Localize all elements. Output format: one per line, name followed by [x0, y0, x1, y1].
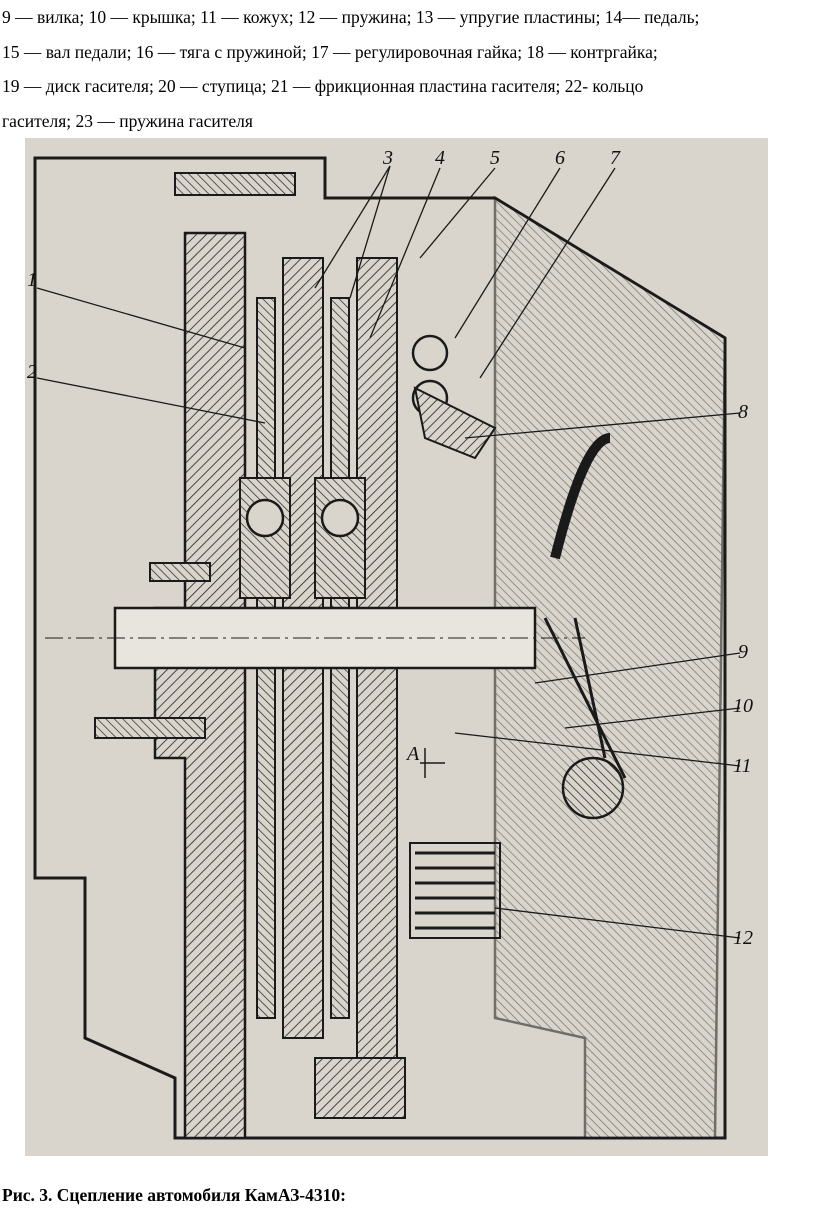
- label-1: 1: [27, 269, 37, 291]
- clutch-drawing: 1 2 3 4 5 6 7 8 9 10 11 12 A: [25, 138, 768, 1156]
- label-7: 7: [610, 147, 621, 169]
- label-a: A: [405, 743, 420, 765]
- hose: [550, 433, 611, 560]
- fork-shaft: [561, 756, 625, 820]
- label-11: 11: [733, 755, 752, 777]
- bolt: [174, 172, 296, 196]
- label-6: 6: [555, 147, 565, 169]
- spring: [415, 851, 495, 930]
- label-3: 3: [382, 147, 393, 169]
- legend-line: гасителя; 23 — пружина гасителя: [2, 110, 253, 131]
- label-12: 12: [733, 927, 753, 949]
- label-2: 2: [27, 361, 37, 383]
- clutch-cross-section: 1 2 3 4 5 6 7 8 9 10 11 12 A: [27, 147, 753, 1140]
- label-8: 8: [738, 401, 748, 423]
- label-4: 4: [435, 147, 445, 169]
- housing-bottom: [314, 1057, 406, 1119]
- legend-line: 19 — диск гасителя; 20 — ступица; 21 — ф…: [2, 76, 644, 96]
- hub: [314, 477, 366, 599]
- bell-housing: [493, 195, 727, 1140]
- bearing: [411, 334, 449, 372]
- legend-line: 15 — вал педали; 16 — тяга с пружиной; 1…: [2, 41, 658, 62]
- legend-text: 9 — вилка; 10 — крышка; 11 — кожух; 12 —…: [2, 0, 812, 138]
- bolt: [94, 717, 206, 739]
- bolt: [149, 562, 211, 582]
- legend-line: 9 — вилка; 10 — крышка; 11 — кожух; 12 —…: [2, 7, 700, 27]
- housing-outline: [33, 156, 727, 1140]
- label-5: 5: [490, 147, 500, 169]
- flywheel: [153, 231, 247, 1140]
- label-10: 10: [733, 695, 753, 717]
- release-lever: [413, 386, 497, 460]
- label-9: 9: [738, 641, 748, 663]
- hub: [239, 477, 291, 599]
- figure-caption: Рис. 3. Сцепление автомобиля КамАЗ-4310:: [2, 1185, 346, 1205]
